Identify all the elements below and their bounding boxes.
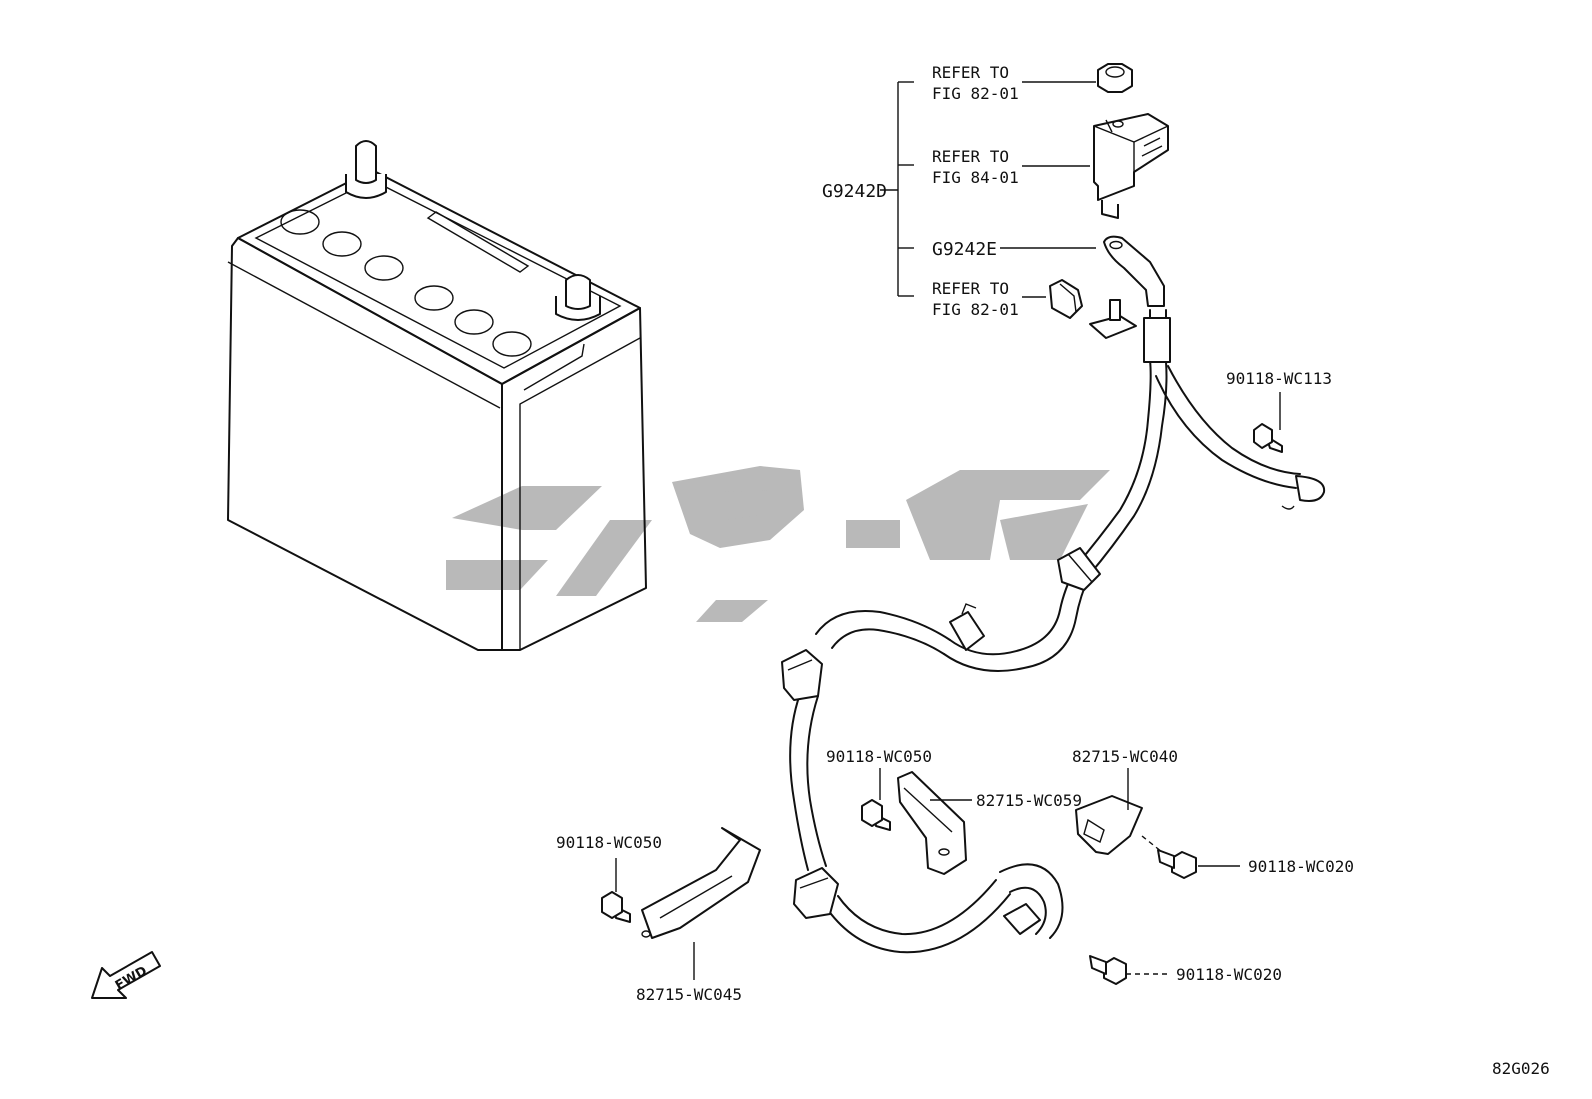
bolt-90118-wc113-icon bbox=[1253, 423, 1283, 453]
bracket-82715-wc059 bbox=[897, 771, 967, 875]
refer-label-2-line2: FIG 84-01 bbox=[932, 168, 1019, 187]
part-code-g9242e: G9242E bbox=[932, 239, 997, 260]
refer-label-3-line1: REFER TO bbox=[932, 279, 1009, 298]
part-number-90118-wc020-bottom: 90118-WC020 bbox=[1176, 965, 1282, 984]
part-number-82715-wc040: 82715-WC040 bbox=[1072, 747, 1178, 766]
terminal-clamp bbox=[1049, 279, 1137, 339]
part-number-90118-wc050-lower: 90118-WC050 bbox=[556, 833, 662, 852]
part-code-g9242d: G9242D bbox=[822, 181, 887, 202]
battery bbox=[227, 140, 647, 651]
cable-terminal-lug bbox=[1103, 235, 1165, 307]
leader-lines bbox=[615, 392, 1281, 980]
refer-label-2-line1: REFER TO bbox=[932, 147, 1009, 166]
bolt-90118-wc020-right-icon bbox=[1157, 849, 1197, 879]
fwd-arrow-icon: FWD bbox=[91, 951, 161, 999]
battery-cable-harness bbox=[781, 309, 1326, 954]
bolt-90118-wc050-lower-icon bbox=[601, 891, 631, 923]
refer-label-3-line2: FIG 82-01 bbox=[932, 300, 1019, 319]
figure-code: 82G026 bbox=[1492, 1059, 1550, 1078]
nut-icon bbox=[1097, 63, 1133, 93]
fuse-block bbox=[1093, 113, 1169, 219]
battery-negative-terminal bbox=[555, 274, 601, 321]
part-number-82715-wc045: 82715-WC045 bbox=[636, 985, 742, 1004]
refer-label-1-line2: FIG 82-01 bbox=[932, 84, 1019, 103]
bolt-90118-wc050-upper-icon bbox=[861, 799, 891, 831]
watermark-logo bbox=[446, 466, 1110, 622]
part-number-90118-wc020-right: 90118-WC020 bbox=[1248, 857, 1354, 876]
part-number-82715-wc059: 82715-WC059 bbox=[976, 791, 1082, 810]
battery-positive-terminal bbox=[345, 140, 387, 199]
bracket-82715-wc045 bbox=[641, 827, 761, 939]
callout-tree bbox=[880, 81, 1096, 298]
part-labels: REFER TO FIG 82-01 REFER TO FIG 84-01 G9… bbox=[556, 63, 1550, 1078]
part-number-90118-wc050-upper: 90118-WC050 bbox=[826, 747, 932, 766]
battery-cell-caps bbox=[280, 209, 532, 357]
refer-label-1-line1: REFER TO bbox=[932, 63, 1009, 82]
part-number-90118-wc113: 90118-WC113 bbox=[1226, 369, 1332, 388]
bolt-90118-wc020-bottom-icon bbox=[1089, 955, 1127, 985]
bracket-82715-wc040 bbox=[1075, 795, 1143, 855]
